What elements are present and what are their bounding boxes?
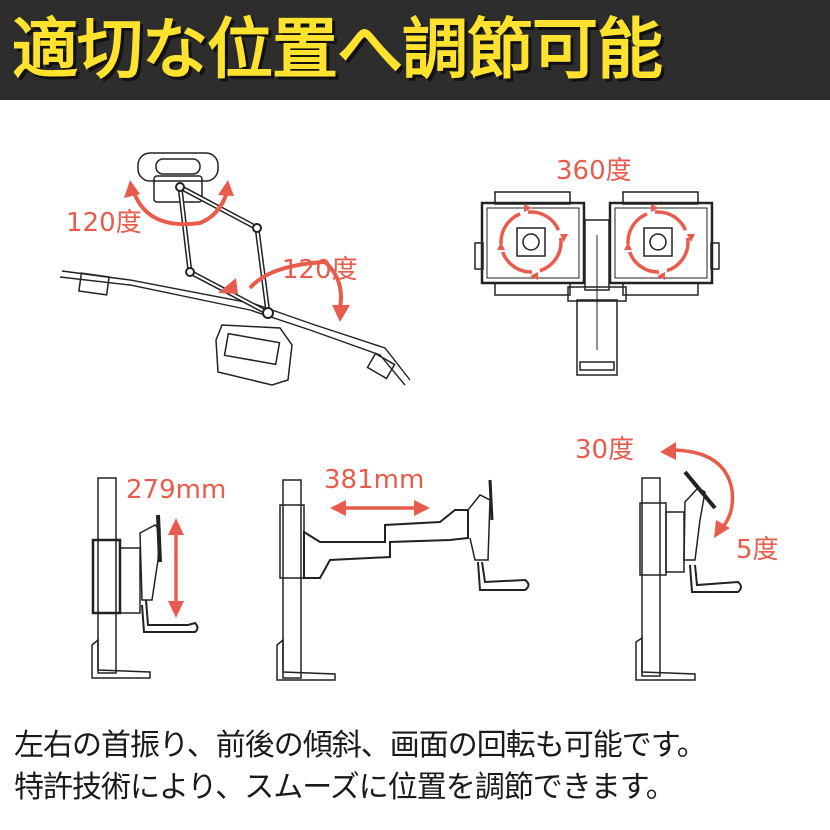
swing-arm-illustration [59,152,411,386]
swing-diagram: 120度 120度 [50,140,430,400]
reach-extension-illustration [276,479,530,681]
tilt-up-label: 30度 [575,435,635,465]
reach-range-label: 381mm [324,465,425,495]
height-adjust-illustration [91,477,199,679]
rotation-diagram: 360度 [460,140,740,390]
swing-angle-top-label: 120度 [66,208,142,238]
banner-title: 適切な位置へ調節可能 [12,11,663,88]
reach-diagram: 381mm [270,450,550,700]
dual-monitor-illustration [474,191,720,376]
tilt-diagram: 30度 5度 [560,420,800,700]
caption-line-1: 左右の首振り、前後の傾斜、画面の回転も可能です。 [14,728,707,763]
rotation-angle-label: 360度 [556,156,632,186]
tilt-down-label: 5度 [736,535,779,565]
height-diagram: 279mm [80,460,280,700]
height-range-label: 279mm [126,475,227,505]
swing-angle-bottom-label: 120度 [282,255,358,285]
title-banner: 適切な位置へ調節可能 [0,0,830,100]
tilt-adjust-illustration [635,442,742,681]
caption-line-2: 特許技術により、スムーズに位置を調節できます。 [14,770,676,805]
